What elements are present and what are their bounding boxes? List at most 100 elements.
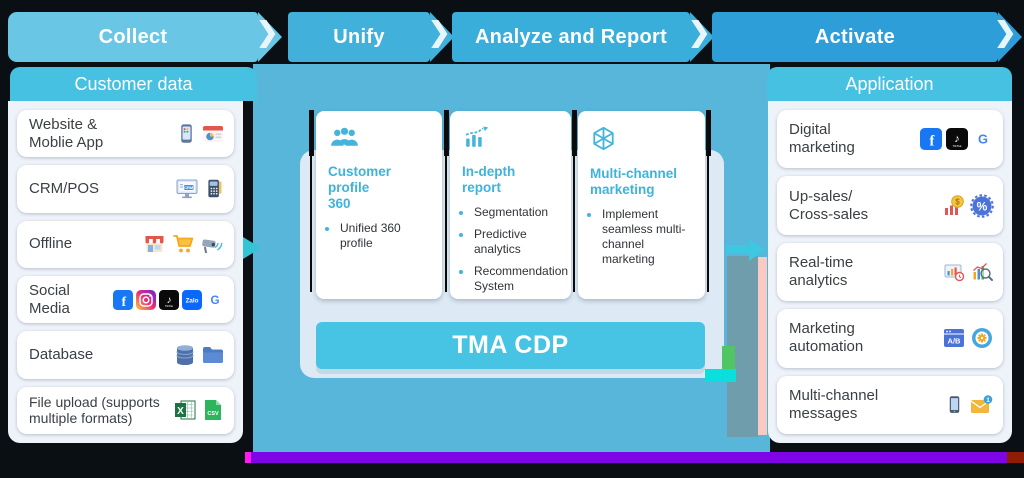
list-item-label: Real-time analytics [789, 254, 854, 290]
card-bullet: Recommendation System [473, 264, 568, 294]
svg-text:X: X [177, 406, 184, 417]
svg-text:1: 1 [986, 397, 990, 404]
network-hexagon-icon [593, 126, 614, 151]
svg-text:TikTok: TikTok [953, 144, 962, 148]
card-customer-profile-360: Customer profile 360 Unified 360 profile [316, 111, 442, 299]
crm-monitor-icon: CRM [176, 179, 198, 199]
gear-target-icon [972, 328, 992, 349]
card-bullet: Unified 360 profile [339, 221, 432, 251]
list-item-digital-marketing: Digital marketing f ♪TikTok G [777, 110, 1003, 169]
tiktok-icon: ♪TikTok [946, 128, 968, 151]
application-header-label: Application [845, 73, 934, 94]
sales-coin-chart-icon: $ [945, 194, 964, 215]
stage-unify-label: Unify [333, 25, 385, 48]
list-item-crm-pos: CRM/POS CRM [17, 165, 234, 213]
card-bullet: Implement seamless multi-channel marketi… [601, 207, 695, 267]
stage-collect-arrow-tip [258, 12, 282, 62]
store-icon [145, 236, 164, 253]
svg-text:CRM: CRM [184, 185, 194, 190]
chart-magnifier-icon [973, 263, 993, 282]
svg-text:f: f [929, 134, 935, 150]
percent-badge-icon: % [970, 193, 994, 218]
tma-cdp-label: TMA CDP [452, 331, 569, 359]
artifact-salmon-column [758, 257, 767, 435]
ab-test-icon: A/B [944, 329, 964, 348]
card-bullet-list: Segmentation Predictive analytics Recomm… [462, 205, 568, 294]
chevron-right-icon: ❯ [256, 17, 279, 47]
svg-text:♪: ♪ [954, 133, 960, 145]
card-bullet: Predictive analytics [473, 227, 561, 257]
list-item-multi-channel-messages: Multi-channel messages 1 [777, 375, 1003, 435]
stage-activate-arrow-tip [998, 12, 1022, 62]
stage-activate-label: Activate [814, 25, 896, 48]
arrow-tail [726, 245, 750, 254]
svg-text:Zalo: Zalo [186, 297, 199, 304]
zalo-icon: Zalo [182, 289, 202, 310]
stage-analyze-report: Analyze and Report [452, 12, 690, 62]
database-icon [176, 345, 194, 365]
card-bullet-list: Unified 360 profile [328, 221, 432, 251]
chevron-right-icon: ❯ [428, 17, 451, 47]
analytics-growth-icon [465, 126, 489, 147]
list-item-label: Social Media [29, 281, 70, 317]
svg-text:CSV: CSV [207, 411, 219, 417]
bottom-purple-bar [251, 452, 1007, 463]
svg-text:$: $ [955, 197, 960, 206]
facebook-icon: f [113, 289, 133, 310]
card-title: Multi-channel marketing [590, 166, 677, 197]
svg-text:TikTok: TikTok [165, 304, 174, 308]
svg-text:G: G [210, 294, 219, 307]
envelope-notification-icon: 1 [970, 395, 993, 413]
instagram-icon [136, 289, 156, 310]
cctv-camera-icon [202, 239, 223, 254]
list-item-social-media: Social Media f ♪TikTok Zalo G [17, 275, 234, 324]
stage-analyze-arrow-tip [690, 12, 714, 62]
shopping-cart-icon [173, 235, 194, 253]
stage-collect-label: Collect [98, 25, 168, 48]
list-item-label: Up-sales/ Cross-sales [789, 187, 869, 223]
card-in-depth-report: In-depth report Segmentation Predictive … [450, 111, 571, 299]
arrow-right-icon [749, 239, 765, 261]
list-item-offline: Offline [17, 220, 234, 268]
realtime-chart-icon [944, 264, 965, 282]
customer-data-header: Customer data [10, 67, 257, 101]
chevron-right-icon: ❯ [994, 17, 1017, 47]
list-item-database: Database [17, 331, 234, 379]
pos-terminal-icon [208, 180, 222, 198]
folder-icon [203, 346, 223, 363]
list-item-label: File upload (supports multiple formats) [29, 393, 160, 427]
customer-group-icon [331, 127, 358, 146]
bottom-bar-magenta-segment [245, 452, 251, 463]
stage-collect: Collect [8, 12, 258, 62]
list-item-label: CRM/POS [29, 179, 100, 197]
smartphone-icon [181, 124, 192, 143]
list-item-website-mobile-app: Website & Moblie App [17, 110, 234, 158]
card-title: In-depth report [462, 164, 516, 195]
card-bullet-list: Implement seamless multi-channel marketi… [590, 207, 695, 267]
list-item-label: Offline [29, 235, 73, 253]
excel-icon: X [175, 400, 196, 420]
list-item-label: Website & Moblie App [29, 115, 104, 151]
svg-text:f: f [122, 293, 127, 308]
svg-text:%: % [977, 199, 988, 213]
list-item-file-upload: File upload (supports multiple formats) … [17, 386, 234, 434]
chevron-right-icon: ❯ [688, 17, 711, 47]
application-header: Application [767, 67, 1012, 101]
customer-data-panel: Website & Moblie App CRM/POS CRM Offline… [8, 101, 243, 443]
google-icon: G [205, 290, 225, 309]
stage-activate: Activate [712, 12, 998, 62]
svg-text:A/B: A/B [948, 337, 962, 346]
customer-data-header-label: Customer data [74, 73, 193, 94]
google-icon: G [972, 129, 994, 150]
browser-analytics-icon [203, 125, 223, 142]
csv-file-icon: CSV [205, 400, 221, 421]
stage-analyze-report-label: Analyze and Report [474, 25, 668, 48]
smartphone-icon [949, 396, 960, 414]
list-item-label: Digital marketing [789, 121, 855, 157]
tiktok-icon: ♪TikTok [159, 289, 179, 310]
svg-text:G: G [978, 132, 988, 147]
list-item-label: Marketing automation [789, 320, 864, 356]
application-panel: Digital marketing f ♪TikTok G Up-sales/ … [768, 101, 1012, 443]
card-multi-channel-marketing: Multi-channel marketing Implement seamle… [578, 111, 705, 299]
